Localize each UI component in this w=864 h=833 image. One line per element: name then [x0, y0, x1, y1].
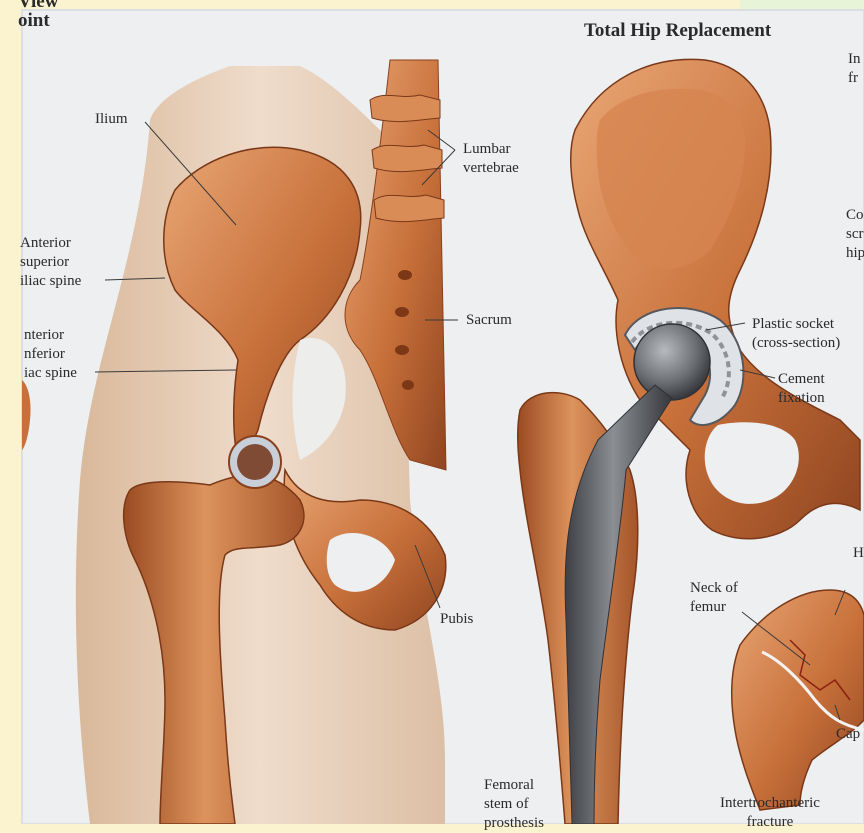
label-ilium: Ilium [95, 110, 128, 129]
label-cement-line2: fixation [778, 389, 825, 408]
label-aiis: nterior nferior iac spine [24, 326, 77, 383]
label-lumbar-line1: Lumbar [463, 140, 519, 159]
right-title: Total Hip Replacement [584, 20, 771, 42]
label-femoral-stem: Femoral stem of prosthesis [484, 776, 544, 833]
label-plastic-socket-line2: (cross-section) [752, 334, 840, 353]
label-cement-line1: Cement [778, 370, 825, 389]
label-stem-line2: stem of [484, 795, 544, 814]
label-sacrum: Sacrum [466, 311, 512, 330]
label-asis-line3: iliac spine [20, 272, 81, 291]
label-cut-top-line2: fr [848, 69, 861, 88]
label-aiis-line2: nferior [24, 345, 77, 364]
label-cut-mid-line1: Co [846, 206, 864, 225]
label-cut-right-top: In fr [848, 50, 861, 88]
label-plastic-socket-line1: Plastic socket [752, 315, 840, 334]
label-neck-line2: femur [690, 598, 738, 617]
label-aiis-line3: iac spine [24, 364, 77, 383]
label-intertroch-line2: fracture [720, 813, 820, 832]
label-aiis-line1: nterior [24, 326, 77, 345]
label-lumbar-vertebrae: Lumbar vertebrae [463, 140, 519, 178]
prosthesis-head-illustration [634, 324, 710, 400]
label-pubis: Pubis [440, 610, 473, 629]
label-cut-top-line1: In [848, 50, 861, 69]
label-cement-fixation: Cement fixation [778, 370, 825, 408]
left-title: View oint [18, 0, 58, 32]
label-asis-line1: Anterior [20, 234, 81, 253]
label-asis: Anterior superior iliac spine [20, 234, 81, 291]
label-asis-line2: superior [20, 253, 81, 272]
left-title-line2: oint [18, 10, 58, 32]
label-intertroch-line1: Intertrochanteric [720, 794, 820, 813]
label-cut-right-mid: Co scr hip [846, 206, 864, 263]
label-cut-right-cap: Cap [836, 725, 860, 744]
label-stem-line1: Femoral [484, 776, 544, 795]
label-neck-of-femur: Neck of femur [690, 579, 738, 617]
label-intertrochanteric: Intertrochanteric fracture [720, 794, 820, 832]
label-lumbar-line2: vertebrae [463, 159, 519, 178]
label-neck-line1: Neck of [690, 579, 738, 598]
label-cut-mid-line2: scr [846, 225, 864, 244]
label-cut-mid-line3: hip [846, 244, 864, 263]
label-cut-right-h: H [853, 544, 864, 563]
label-plastic-socket: Plastic socket (cross-section) [752, 315, 840, 353]
left-title-line1: View [18, 0, 58, 10]
